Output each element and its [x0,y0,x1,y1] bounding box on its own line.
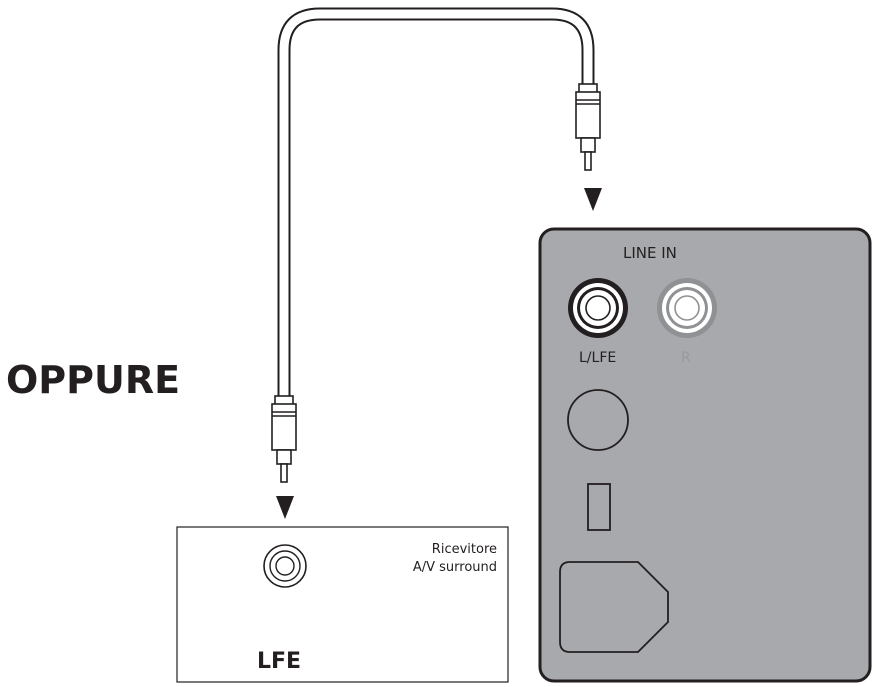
receiver-lfe-jack[interactable] [263,544,307,588]
rca-plug-bottom [271,395,297,483]
jack-right[interactable] [657,278,717,338]
receiver-box: Ricevitore A/V surround LFE [176,526,509,683]
jack-right-label: R [681,350,691,366]
arrow-down-icon [584,188,602,211]
power-connector[interactable] [559,561,669,653]
arrow-down-icon [276,496,294,519]
jack-left[interactable] [568,278,628,338]
rectangular-port[interactable] [587,483,611,531]
receiver-name-line1: Ricevitore [432,542,497,557]
receiver-jack-label: LFE [257,649,301,674]
rca-cable [277,7,595,398]
line-in-label: LINE IN [623,244,677,262]
rca-plug-top [575,83,601,171]
jack-left-label: L/LFE [579,350,616,366]
speaker-panel: LINE IN L/LFE R [538,227,872,683]
round-connector[interactable] [567,389,629,451]
separator-text: OPPURE [6,358,180,402]
receiver-name-line2: A/V surround [413,560,497,575]
